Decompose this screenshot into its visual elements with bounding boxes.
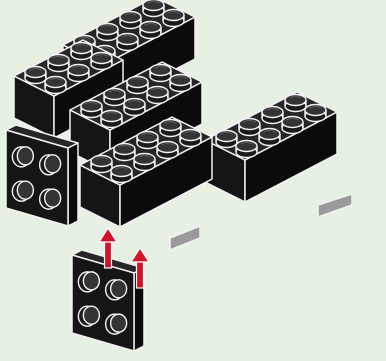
center-brick-2x4-stud-6 [81,101,102,118]
side-bracket-mounted-stud-2 [12,181,33,201]
side-bracket-mounted-side-edge [68,143,78,226]
center-brick-2x4-stud-7 [101,111,122,128]
right-brick-2x4-stud-1 [305,105,326,122]
front-left-brick-2x4-stud-2 [137,132,158,149]
left-brick-2x3-stud-0 [71,43,92,60]
side-bracket-new-stud-0 [78,272,99,292]
center-brick-2x4-stud-0 [150,65,171,82]
front-left-brick-2x4-stud-1 [180,130,201,147]
side-bracket-mounted-stud-3 [40,189,61,209]
front-left-brick-2x4-stud-7 [111,166,132,183]
center-brick-2x4-stud-3 [147,87,168,104]
back-brick-2x4-stud-1 [163,10,184,27]
right-brick-2x4-stud-4 [239,119,260,136]
right-brick-2x4-stud-0 [285,95,306,112]
center-brick-2x4-stud-2 [127,77,148,94]
side-bracket-new-stud-2 [78,306,99,326]
front-left-brick-2x4-stud-3 [157,142,178,159]
left-brick-2x3-stud-4 [25,67,46,84]
side-bracket-mounted: bracket-icon [6,125,78,226]
side-bracket-new-stud-1 [106,280,127,300]
back-brick-2x4-stud-2 [120,12,141,29]
front-left-brick-2x4-stud-6 [91,156,112,173]
right-brick-2x4-stud-7 [236,141,257,158]
left-brick-2x3-stud-3 [68,65,89,82]
side-bracket-mounted-stud-1 [40,155,61,175]
left-brick-2x3-stud-5 [45,77,66,94]
side-bracket-mounted-stud-0 [12,147,33,167]
back-brick-2x4-stud-5 [117,34,138,51]
right-brick-2x4-stud-6 [216,131,237,148]
back-brick-2x4-stud-4 [97,24,118,41]
center-brick-2x4-stud-1 [170,75,191,92]
center-brick-2x4-stud-5 [124,99,145,116]
left-brick-2x3-stud-1 [91,53,112,70]
right-brick-2x4-stud-2 [262,107,283,124]
side-bracket-new-stud-3 [106,314,127,334]
front-left-brick-2x4-stud-5 [134,154,155,171]
front-left-brick-2x4-stud-0 [160,120,181,137]
back-brick-2x4-stud-0 [143,0,164,17]
right-brick-2x4-stud-3 [282,117,303,134]
right-brick-2x4-stud-5 [259,129,280,146]
left-brick-2x3-stud-2 [48,55,69,72]
front-left-brick-2x4-stud-4 [114,144,135,161]
back-brick-2x4-stud-3 [140,22,161,39]
center-brick-2x4-stud-4 [104,89,125,106]
